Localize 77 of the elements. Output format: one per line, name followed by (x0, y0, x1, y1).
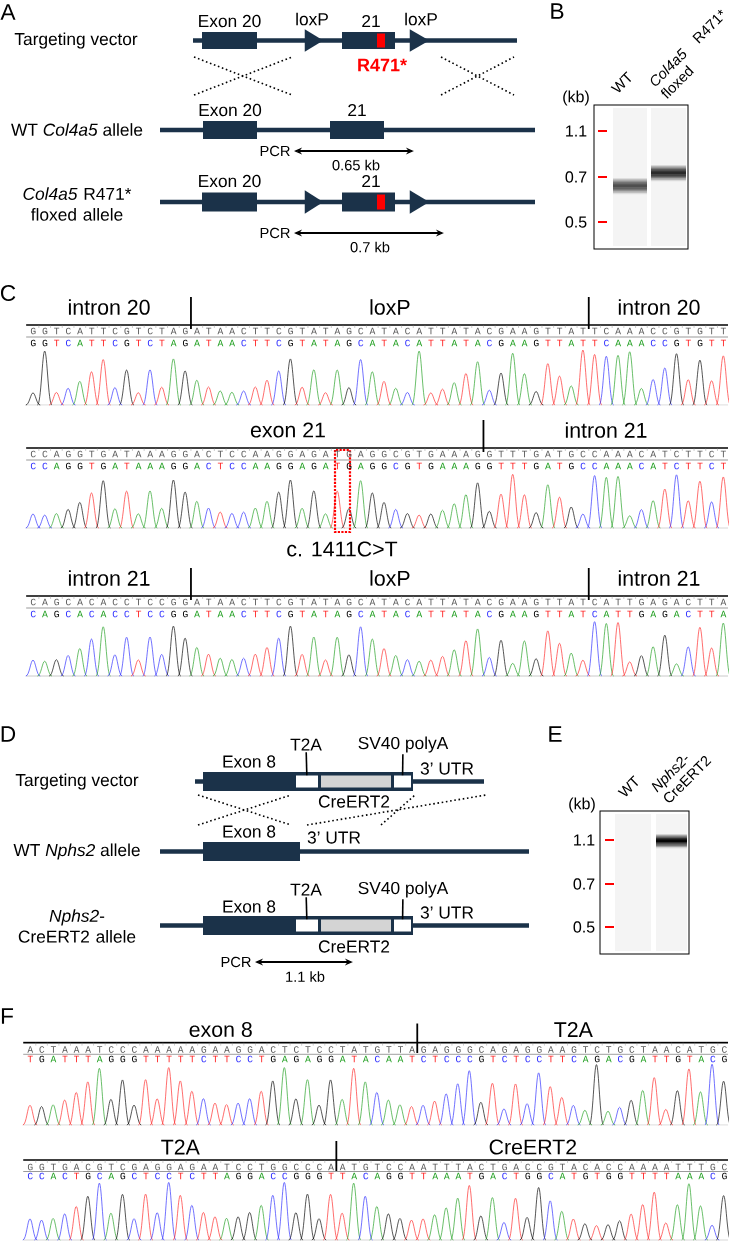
region-label: loxP (370, 570, 410, 586)
sequence-text: C C A C T G C A G C T C C T C T T A G G A C C G G G T T A C A G G T T A A A T G A C T G G C A T G T G G T T T T A A A C G (27, 1172, 727, 1180)
sequence-text: G G T G A C G T C G A G G A G A A T C C T G G C C C A A T G T C C A A T T T A C T G A C C G T A C A C C A A A A T T T G C (27, 1163, 727, 1171)
feature-label: SV40 polyA (358, 736, 449, 753)
region-label: 3’ UTR (420, 906, 474, 919)
region-label: T2A (161, 1139, 200, 1155)
segment-label: CreERT2 (318, 795, 390, 808)
leader-line (305, 896, 308, 921)
sequence-text: C C A G G T G A T A A A G G A C T C C A A G G A G A T G A G G C G T G A A A G G T T T G A T G C C A A A C A T C T T C T (30, 462, 726, 470)
exon-label: Exon 8 (223, 755, 276, 768)
exon-label: Exon 8 (223, 900, 276, 913)
exon-label: 21 (348, 103, 366, 117)
region-label: intron 21 (618, 570, 700, 586)
size-label: 0.7 kb (350, 241, 390, 253)
leader-line (401, 753, 404, 777)
panel-letter: E (549, 726, 562, 742)
panel-letter: A (0, 4, 16, 20)
construct-label: WT Nphs2 allele (13, 843, 140, 860)
size-label: 1.1 kb (286, 971, 325, 982)
variant-label: c. 1411C>T (287, 541, 398, 557)
exon-label: Exon 8 (223, 825, 276, 838)
region-label: intron 21 (68, 570, 150, 586)
exon-label: Exon 20 (199, 103, 262, 117)
lane-label: WT (610, 71, 632, 93)
sequence-text: G G T C A T T C G T C T A G A T A A C T T C G T A T A G C A T A C A T T A T A C G A A G T T A T T C A A A C C G T G T T (30, 327, 726, 335)
loxp-label: loxP (296, 12, 328, 26)
exon-label: 21 (362, 174, 380, 188)
region-label: T2A (554, 1022, 593, 1037)
panel-letter: F (1, 1008, 13, 1024)
exon-label: Exon 20 (199, 174, 261, 188)
leader-line (401, 898, 404, 921)
region-label: exon 21 (250, 422, 325, 438)
construct-label: Nphs2-CreERT2 allele (18, 909, 136, 943)
mutation-label: R471* (358, 58, 407, 72)
feature-label: T2A (290, 883, 322, 896)
segment-label: CreERT2 (318, 940, 390, 953)
ladder-label: 0.5 (573, 921, 595, 933)
region-label: intron 21 (565, 422, 647, 438)
size-label: 0.65 kb (332, 159, 380, 171)
sequence-text: G G T C A T T C G T C T A G A T A A C T T C G T A T A G C A T A C A T T A T A C G A A G T T A T T C A A A C C G T G T T (30, 339, 726, 347)
construct-label: Targeting vector (15, 773, 139, 790)
exon-label: 21 (362, 14, 380, 28)
panel-letter: C (0, 285, 16, 302)
ladder-label: 1.1 (566, 125, 587, 137)
sequence-text: C C A G G T G A T A A A G G A C T C C A A G G A G A T G A G G C G T G A A A G G T T T G A T G C C A A A C A T C T T C T (30, 450, 726, 458)
lane-label: WT (617, 775, 639, 797)
sequence-text: A C T A A A T C C C A A A A A G A A G G A C T C T C C T A T G T T A G A G G G C A G A G G A A G T C T G C T A A C A T G C (27, 1046, 727, 1053)
sequence-text: T G A T T T A G G G T T T T T C T T C C T G A G A G G A T A C A A T C T C C C G T C T C C T T C A G A C G A T T G T A C G (27, 1055, 727, 1063)
region-label: 3’ UTR (307, 831, 361, 844)
panel-letter: D (1, 726, 16, 742)
region-label: CreERT2 (489, 1139, 577, 1155)
construct-label: WT Col4a5 allele (11, 123, 143, 136)
panel-letter: B (551, 3, 564, 19)
exon-label: Exon 20 (199, 14, 261, 28)
pcr-label: PCR (260, 145, 290, 157)
sequence-text: C A G C A C A C C T C C G G A T A A C T T C G T A T A G C A T A C A T T A T A C G A A G T T A T C A T T G A G A C T T A (30, 610, 727, 618)
feature-label: T2A (290, 738, 322, 751)
region-label: loxP (370, 299, 410, 315)
leader-line (305, 751, 308, 777)
pcr-label: PCR (221, 956, 251, 968)
construct-label: Col4a5 R471* floxed allele (23, 187, 132, 221)
region-label: intron 20 (68, 299, 150, 315)
sequence-text: C A G C A C A C C T C C G G A T A A C T T C G T A T A G C A T A C A T T A T A C G A A G T T A T C A T T G A G A C T T A (30, 598, 727, 606)
loxp-label: loxP (405, 12, 437, 26)
region-label: 3’ UTR (420, 762, 474, 775)
ladder-label: 0.7 (573, 878, 595, 890)
ladder-label: 1.1 (574, 834, 595, 846)
ladder-label: 0.7 (565, 171, 587, 183)
region-label: intron 20 (618, 299, 700, 315)
unit-label: (kb) (563, 90, 589, 106)
pcr-label: PCR (260, 227, 290, 239)
mutation-mark (377, 194, 385, 210)
unit-label: (kb) (569, 797, 595, 813)
region-label: exon 8 (189, 1021, 252, 1038)
ladder-label: 0.5 (565, 216, 587, 228)
feature-label: SV40 polyA (358, 881, 449, 898)
construct-label: Targeting vector (14, 32, 138, 49)
